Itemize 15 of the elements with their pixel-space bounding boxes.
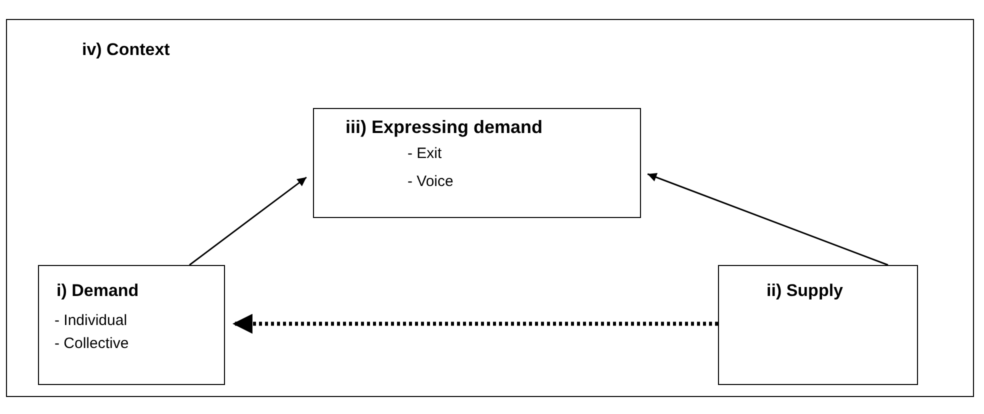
box-heading: iii) Expressing demand <box>346 116 543 138</box>
arrow <box>189 176 307 266</box>
box-heading: iv) Context <box>82 40 170 60</box>
box-heading: i) Demand <box>56 280 139 300</box>
concept-box <box>718 264 918 384</box>
list-item: - Individual <box>54 312 128 328</box>
list-item: - Exit <box>408 144 442 162</box>
arrow <box>232 314 718 334</box>
list-item: - Collective <box>54 334 129 352</box>
context-frame <box>6 19 974 397</box>
concept-box <box>38 264 224 384</box>
arrow <box>647 172 888 266</box>
box-heading: ii) Supply <box>766 280 843 300</box>
concept-box <box>312 108 640 218</box>
list-item: - Voice <box>408 172 454 190</box>
